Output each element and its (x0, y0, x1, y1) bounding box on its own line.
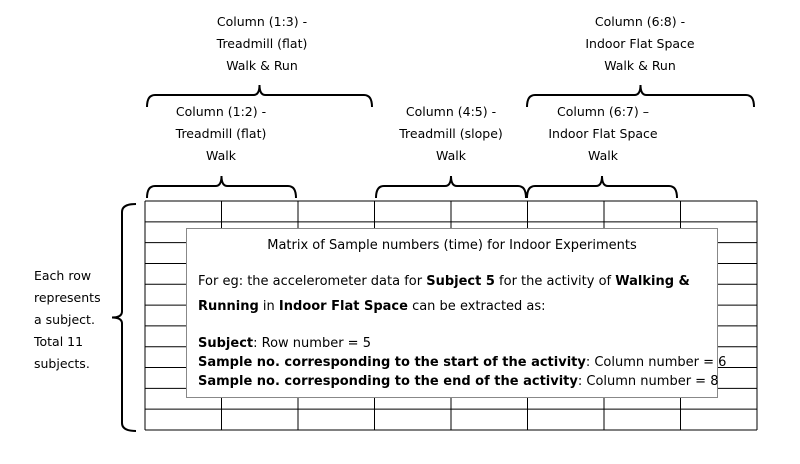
bracket-rows (111, 203, 137, 432)
example-line-1: For eg: the accelerometer data for Subje… (198, 274, 690, 289)
label-column-4-5: Column (4:5) -Treadmill (slope)Walk (399, 104, 503, 163)
bracket-column-1-3 (146, 84, 373, 108)
bracket-column-4-5 (375, 175, 527, 199)
start-column-line: Sample no. corresponding to the start of… (198, 355, 727, 370)
subject-row-line: Subject: Row number = 5 (198, 336, 371, 351)
end-column-line: Sample no. corresponding to the end of t… (198, 374, 719, 389)
label-column-1-2: Column (1:2) -Treadmill (flat)Walk (175, 104, 267, 163)
explanation-title: Matrix of Sample numbers (time) for Indo… (267, 238, 637, 253)
brackets (111, 84, 755, 432)
bracket-column-6-8 (526, 84, 755, 108)
bracket-column-1-2 (146, 175, 297, 199)
label-column-1-3: Column (1:3) -Treadmill (flat)Walk & Run (216, 14, 308, 73)
bracket-column-6-7 (526, 175, 678, 199)
explanation-box: Matrix of Sample numbers (time) for Indo… (186, 228, 726, 398)
example-line-2: Running in Indoor Flat Space can be extr… (198, 299, 546, 314)
